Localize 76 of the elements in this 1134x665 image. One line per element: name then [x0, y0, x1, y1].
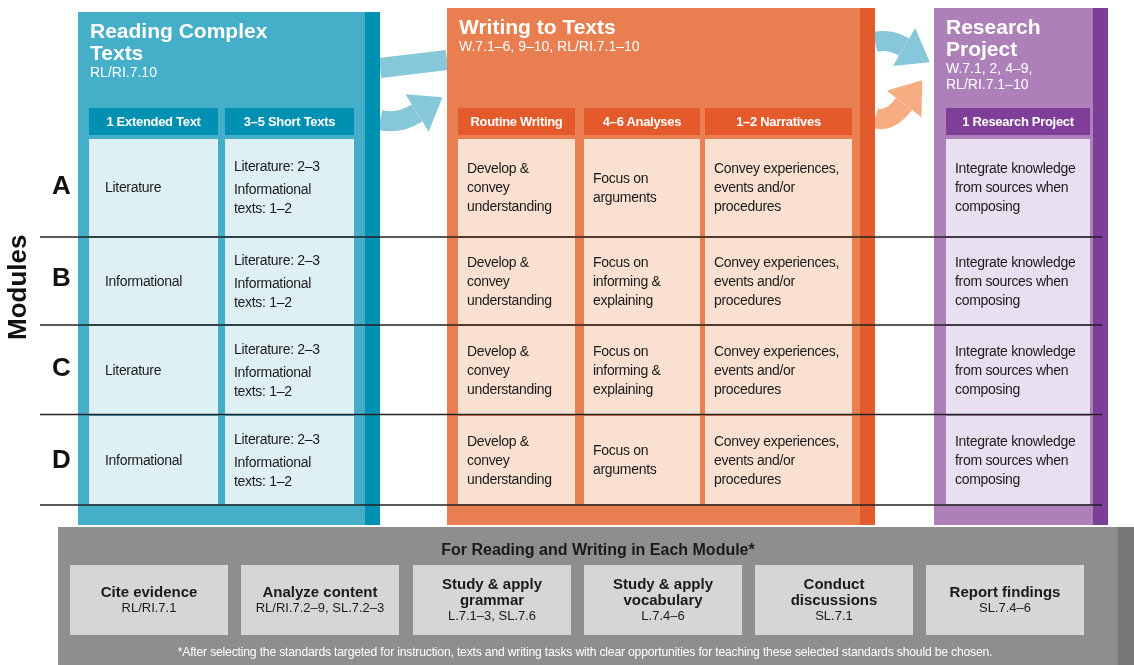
panel-title: Research Project — [946, 16, 1042, 60]
row-letter: A — [52, 170, 71, 201]
skill-card — [584, 565, 742, 635]
table-cell: Convey experiences, events and/or procedures — [705, 416, 852, 504]
row-letter: C — [52, 352, 71, 383]
skill-name: Cite evidence — [100, 584, 198, 600]
cell-text: Literature: 2–3 — [234, 157, 321, 176]
table-cell — [225, 238, 354, 324]
table-cell: Integrate knowledge from sources when composing — [946, 326, 1090, 414]
table-cell: Develop & convey understanding — [458, 326, 575, 414]
column-header: Routine Writing — [458, 108, 575, 135]
column-header: 1–2 Narratives — [705, 108, 852, 135]
skill-card — [755, 565, 913, 635]
flow-arrow — [873, 27, 931, 67]
footnote: *After selecting the standards targeted for instruction, texts and writing tasks with clear opportunities for teaching these selected standards should be chosen. — [176, 645, 994, 659]
connector-band — [378, 50, 449, 78]
table-cell: Convey experiences, events and/or procedures — [705, 139, 852, 236]
standards-code: W.7.1–6, 9–10, RL/RI.7.1–10 — [459, 38, 641, 54]
axis-title: Modules — [2, 234, 33, 340]
skill-card — [70, 565, 228, 635]
table-cell: Literature — [89, 326, 218, 414]
table-cell: Convey experiences, events and/or procedures — [705, 326, 852, 414]
table-cell — [225, 139, 354, 236]
skill-card — [926, 565, 1084, 635]
column-header: 1 Extended Text — [89, 108, 218, 135]
column-header: 4–6 Analyses — [584, 108, 700, 135]
table-cell — [225, 326, 354, 414]
section-panel — [78, 12, 380, 525]
table-cell: Focus on arguments — [584, 139, 700, 236]
cell-text: Informational texts: 1–2 — [234, 180, 313, 218]
skill-name: Report findings — [949, 584, 1061, 600]
flow-arrow — [872, 80, 923, 129]
table-cell: Convey experiences, events and/or procedures — [705, 238, 852, 324]
skill-name: Study & apply vocabulary — [612, 576, 714, 608]
section-panel — [447, 8, 875, 525]
cell-text: Informational texts: 1–2 — [234, 452, 313, 491]
skill-name: Analyze content — [262, 584, 378, 600]
base-panel — [58, 527, 1134, 665]
table-cell: Focus on informing & explaining — [584, 238, 700, 324]
row-letter: D — [52, 444, 71, 475]
standards-code: RL/RI.7.2–9, SL.7.2–3 — [255, 600, 385, 616]
cell-text: Literature: 2–3 — [234, 429, 321, 449]
table-cell: Informational — [89, 238, 218, 324]
section-heading: For Reading and Writing in Each Module* — [440, 541, 756, 559]
table-cell: Integrate knowledge from sources when composing — [946, 238, 1090, 324]
table-cell: Focus on arguments — [584, 416, 700, 504]
panel-title: Reading Complex Texts — [90, 20, 269, 64]
section-panel — [934, 8, 1108, 525]
standards-code: RL/RI.7.10 — [90, 64, 158, 80]
cell-text: Literature: 2–3 — [234, 339, 321, 359]
table-cell: Develop & convey understanding — [458, 416, 575, 504]
standards-code: SL.7.4–6 — [978, 600, 1031, 616]
standards-code: L.7.4–6 — [641, 608, 685, 624]
table-cell: Literature — [89, 139, 218, 236]
panel-title: Writing to Texts — [459, 16, 617, 38]
table-cell: Develop & convey understanding — [458, 139, 575, 236]
table-cell — [225, 416, 354, 504]
standards-code: L.7.1–3, SL.7.6 — [447, 608, 537, 624]
table-cell: Integrate knowledge from sources when composing — [946, 416, 1090, 504]
standards-code: RL/RI.7.1 — [121, 600, 177, 616]
standards-code: SL.7.1 — [815, 608, 853, 624]
cell-text: Literature: 2–3 — [234, 250, 321, 270]
table-cell: Informational — [89, 416, 218, 504]
standards-code: W.7.1, 2, 4–9, RL/RI.7.1–10 — [946, 60, 1034, 92]
row-letter: B — [52, 262, 71, 293]
column-header: 1 Research Project — [946, 108, 1090, 135]
skill-name: Study & apply grammar — [441, 576, 543, 608]
table-cell: Develop & convey understanding — [458, 238, 575, 324]
skill-card — [241, 565, 399, 635]
skill-card — [413, 565, 571, 635]
cell-text: Informational texts: 1–2 — [234, 273, 313, 312]
table-cell: Integrate knowledge from sources when composing — [946, 139, 1090, 236]
column-header: 3–5 Short Texts — [225, 108, 354, 135]
table-cell: Focus on informing & explaining — [584, 326, 700, 414]
skill-name: Conduct discussions — [789, 576, 879, 608]
cell-text: Informational texts: 1–2 — [234, 362, 313, 401]
